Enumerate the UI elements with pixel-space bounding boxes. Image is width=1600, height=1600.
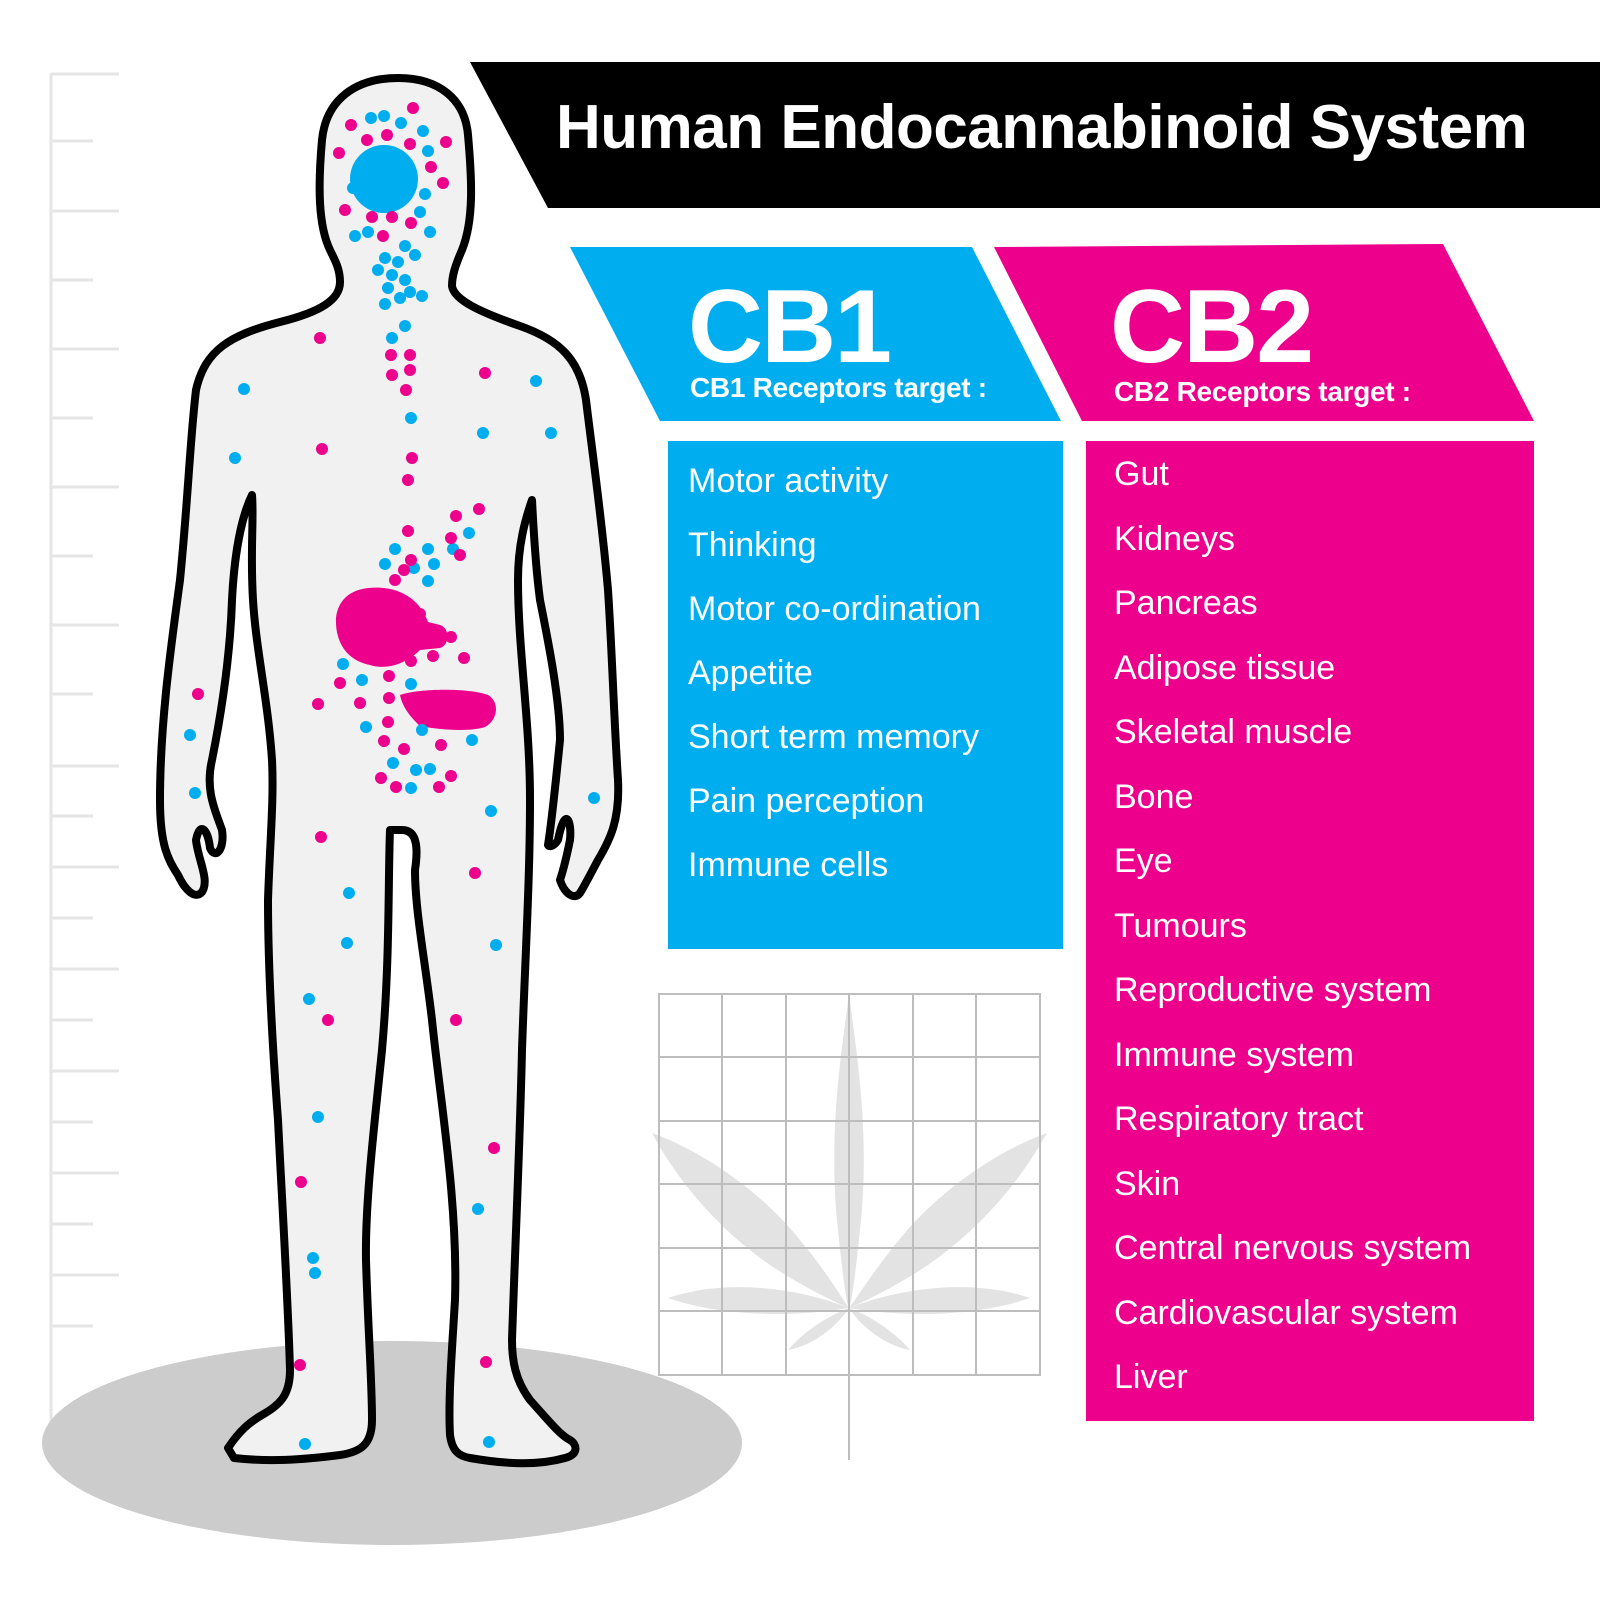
pancreas-organ [400,689,496,730]
cb1-target-item: Short term memory [688,718,979,756]
cb1-target-item: Pain perception [688,782,925,820]
cb2-target-item: Skeletal muscle [1114,713,1353,751]
cb2-target-item: Immune system [1114,1035,1354,1074]
cb2-target-item: Tumours [1114,906,1247,945]
cb2-target-item: Gut [1114,455,1169,493]
cb2-target-item: Respiratory tract [1114,1100,1364,1138]
human-body-silhouette-icon [156,74,623,1468]
cb2-target-item: Central nervous system [1114,1229,1472,1267]
cb2-target-item: Liver [1114,1358,1188,1396]
cannabis-leaf-icon [652,995,1047,1350]
page-title: Human Endocannabinoid System [556,93,1528,162]
cb2-receptor-dots [192,102,500,1371]
cb2-subheading: CB2 Receptors target : [1114,376,1411,407]
brain-organ [350,145,418,213]
cb2-target-item: Cardiovascular system [1114,1293,1458,1332]
cb2-list-panel [1086,441,1534,1421]
cb2-target-item: Pancreas [1114,584,1258,622]
cb2-target-item: Adipose tissue [1114,648,1336,687]
organ-shapes [335,587,496,730]
cb1-receptor-dots [184,110,600,1450]
stomach-organ [335,587,448,667]
measurement-grid-icon [652,993,1047,1460]
cb1-target-item: Thinking [688,526,817,564]
cb1-list-panel [668,441,1063,949]
cb1-target-item: Motor activity [688,462,889,500]
cb1-header-panel [570,247,1061,421]
cb1-target-item: Motor co-ordination [688,590,981,628]
height-ruler-icon [49,72,119,1450]
cb2-target-item: Bone [1114,777,1194,816]
cb2-header-panel [994,244,1534,421]
title-banner [470,62,1600,208]
cb2-heading: CB2 [1110,269,1314,385]
cb1-target-item: Appetite [688,654,813,692]
cb1-target-item: Immune cells [688,846,889,884]
cb2-target-item: Kidneys [1114,519,1235,558]
cb2-target-item: Eye [1114,842,1173,880]
cb2-target-item: Skin [1114,1164,1181,1203]
cb1-heading: CB1 [688,269,892,385]
floor-shadow [42,1341,742,1545]
cb1-subheading: CB1 Receptors target : [690,372,987,403]
cb2-target-item: Reproductive system [1114,971,1432,1009]
